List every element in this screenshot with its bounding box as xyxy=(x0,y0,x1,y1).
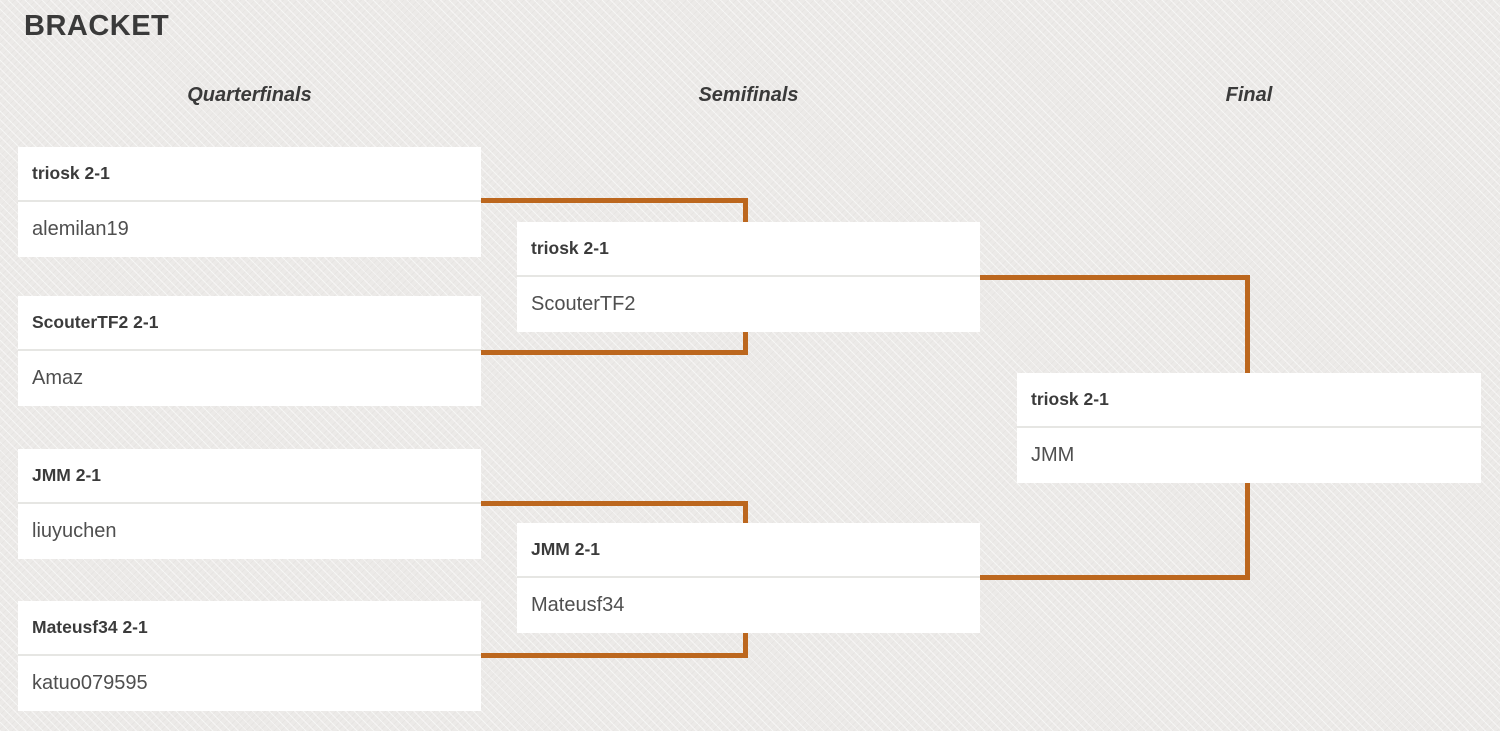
match-box-quarterfinal-1: triosk 2-1 alemilan19 xyxy=(18,147,481,257)
match-loser: Amaz xyxy=(32,367,84,389)
match-box-quarterfinal-4: Mateusf34 2-1 katuo079595 xyxy=(18,601,481,711)
match-box-quarterfinal-2: ScouterTF2 2-1 Amaz xyxy=(18,296,481,406)
match-loser: alemilan19 xyxy=(32,218,129,240)
match-loser: katuo079595 xyxy=(32,672,148,694)
match-winner: triosk 2-1 xyxy=(18,147,481,202)
match-box-semifinal-1: triosk 2-1 ScouterTF2 xyxy=(517,222,980,332)
match-winner: Mateusf34 2-1 xyxy=(18,601,481,656)
match-winner: JMM 2-1 xyxy=(18,449,481,504)
round-header-semifinals: Semifinals xyxy=(698,84,799,106)
page-title: BRACKET xyxy=(24,10,170,42)
match-box-quarterfinal-3: JMM 2-1 liuyuchen xyxy=(18,449,481,559)
match-winner: JMM 2-1 xyxy=(517,523,980,578)
round-header-quarterfinals: Quarterfinals xyxy=(187,84,312,106)
match-loser: liuyuchen xyxy=(32,520,117,542)
match-winner: triosk 2-1 xyxy=(517,222,980,277)
match-box-final: triosk 2-1 JMM xyxy=(1017,373,1481,483)
match-winner: ScouterTF2 2-1 xyxy=(18,296,481,351)
match-winner: triosk 2-1 xyxy=(1017,373,1481,428)
match-box-semifinal-2: JMM 2-1 Mateusf34 xyxy=(517,523,980,633)
match-loser: Mateusf34 xyxy=(531,594,625,616)
round-header-final: Final xyxy=(1225,84,1273,106)
match-loser: JMM xyxy=(1031,444,1075,466)
match-loser: ScouterTF2 xyxy=(531,293,636,315)
